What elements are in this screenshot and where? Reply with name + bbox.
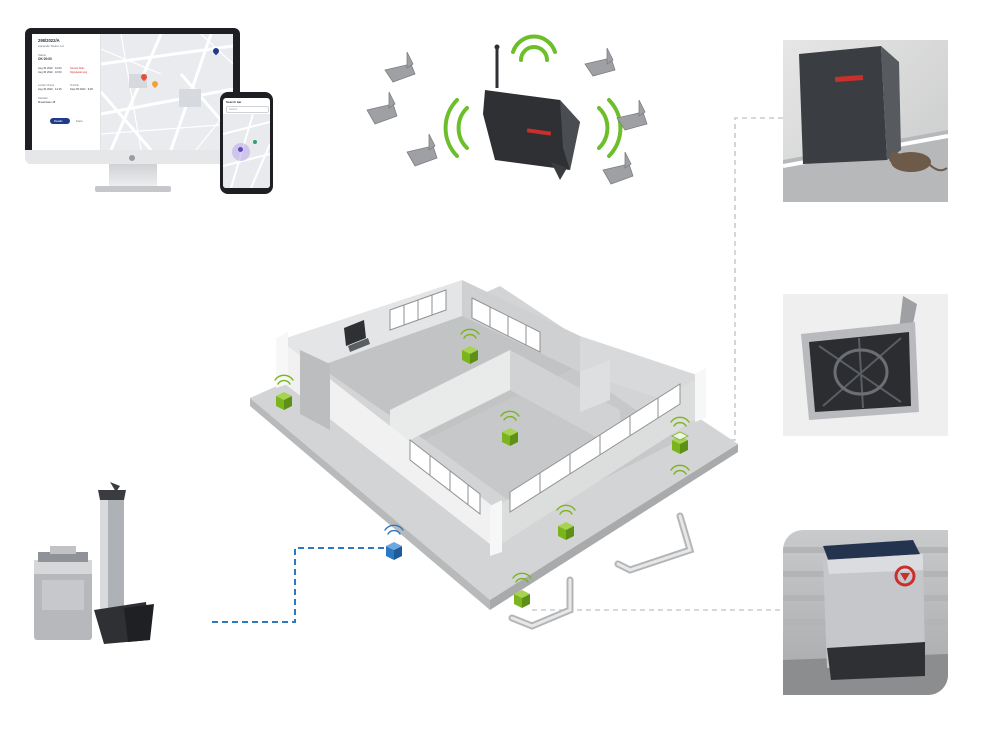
field-c-label: Letzter Check — [38, 84, 55, 87]
dashboard-title: 298/2022/A — [38, 38, 60, 43]
time-line-a: Aug 30 2022 · 10:00 — [38, 67, 62, 70]
map-pin-icon[interactable] — [253, 140, 257, 144]
dashboard-panel: 298/2022/A Aquarelle Station Lot Status … — [32, 34, 101, 150]
field-d-label: Technik — [70, 84, 79, 87]
apple-logo-icon — [129, 155, 135, 161]
map-link[interactable]: Karte — [76, 119, 83, 123]
monitor-stand — [109, 164, 157, 188]
sensor-status-b: Signalwarnung — [70, 71, 88, 74]
photo-rat-trap-box — [783, 40, 948, 202]
control-monitor-icon — [344, 320, 370, 352]
photo-solar-bait-station — [783, 530, 948, 695]
wireless-gateway-icon — [483, 44, 580, 180]
monitor-screen: 298/2022/A Aquarelle Station Lot Status … — [32, 34, 233, 150]
building-floorplan — [250, 280, 738, 630]
field-d-value: Sept 05 2022 · 9:00 — [70, 88, 93, 91]
sewer-trap-device — [28, 482, 188, 647]
gateway-network — [366, 34, 648, 185]
map-view[interactable] — [101, 34, 233, 150]
details-button[interactable]: Details — [50, 118, 70, 124]
field-e-value: Musterhaus 48 — [38, 101, 56, 104]
phone-map-view[interactable] — [223, 114, 270, 188]
sensor-status-a: Sensor Aktiv — [70, 67, 85, 70]
field-c-value: Aug 30 2022 · 14:15 — [38, 88, 62, 91]
desktop-monitor: 298/2022/A Aquarelle Station Lot Status … — [25, 28, 240, 198]
time-line-b: Aug 30 2022 · 10:00 — [38, 71, 62, 74]
phone-title: Search bar — [226, 100, 242, 104]
dashboard-subtitle: Aquarelle Station Lot — [38, 44, 64, 48]
wifi-signal-icon — [443, 34, 623, 158]
status-value: OK 00:00 — [38, 57, 52, 61]
wifi-signal-icon — [274, 328, 690, 583]
wireless-sensor-icon — [366, 47, 648, 185]
smartphone: Search bar Search — [220, 92, 273, 194]
trap-sensor-cube-icon — [276, 346, 689, 608]
phone-search-input[interactable]: Search — [226, 106, 269, 113]
status-label: Status — [38, 53, 46, 57]
photo-wireless-trap-sensor — [783, 294, 948, 436]
phone-screen: Search bar Search — [223, 98, 270, 188]
field-e-label: Standort — [38, 97, 48, 100]
map-pin-icon[interactable] — [238, 147, 243, 152]
